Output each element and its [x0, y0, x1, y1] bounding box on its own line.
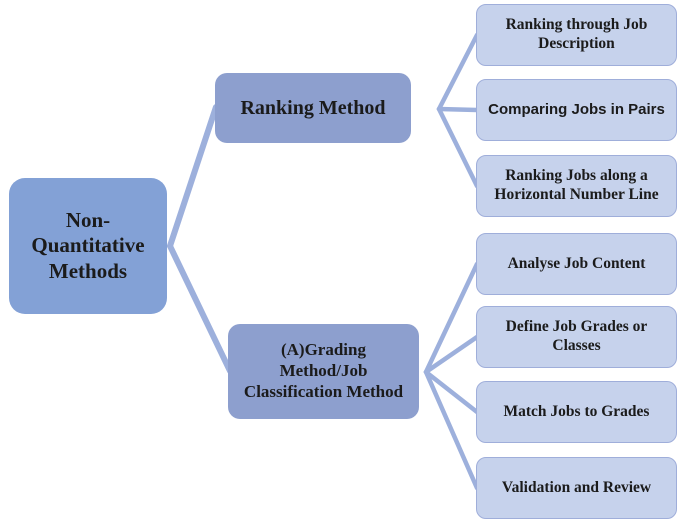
node-ranking-jobs-along-horizontal-number-line: Ranking Jobs along a Horizontal Number L…: [476, 155, 677, 217]
node-non-quantitative-methods: Non- Quantitative Methods: [9, 178, 167, 314]
node-analyse-job-content: Analyse Job Content: [476, 233, 677, 295]
node-define-job-grades-or-classes: Define Job Grades or Classes: [476, 306, 677, 368]
node-comparing-jobs-in-pairs: Comparing Jobs in Pairs: [476, 79, 677, 141]
ranking-fan-connectors: [436, 32, 480, 189]
node-match-jobs-to-grades: Match Jobs to Grades: [476, 381, 677, 443]
grading-fan-connectors: [423, 261, 480, 491]
root-fan-connectors: [167, 104, 233, 374]
node-ranking-through-job-description: Ranking through Job Description: [476, 4, 677, 66]
node-validation-and-review: Validation and Review: [476, 457, 677, 519]
node-grading-method-job-classification: (A)Grading Method/Job Classification Met…: [228, 324, 419, 419]
node-ranking-method: Ranking Method: [215, 73, 411, 143]
